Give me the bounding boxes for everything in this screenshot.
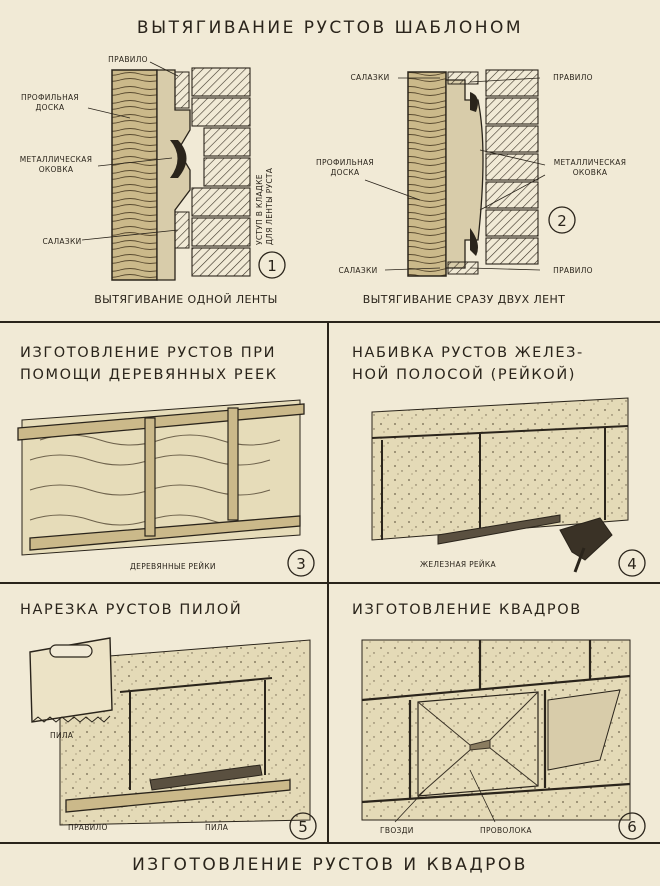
figure-1-single-band: ПРАВИЛО ПРОФИЛЬНАЯ ДОСКА МЕТАЛЛИЧЕСКАЯ О…	[20, 55, 286, 306]
figure-1-caption: ВЫТЯГИВАНИЕ ОДНОЙ ЛЕНТЫ	[94, 293, 278, 306]
panel-4-label: ЖЕЛЕЗНАЯ РЕЙКА	[420, 560, 496, 569]
panel-5-title: НАРЕЗКА РУСТОВ ПИЛОЙ	[20, 600, 242, 618]
template-profile-2	[445, 79, 484, 269]
label-profile-2b: ДОСКА	[331, 168, 361, 177]
label-salazki: САЛАЗКИ	[43, 237, 82, 246]
panel-3-title-line-2: ПОМОЩИ ДЕРЕВЯННЫХ РЕЕК	[20, 367, 278, 383]
wooden-strip-vertical	[144, 417, 156, 537]
bottom-title: ИЗГОТОВЛЕНИЕ РУСТОВ И КВАДРОВ	[132, 855, 528, 875]
panel-5-label-saw-top: ПИЛА	[50, 731, 74, 740]
panel-6-quadra-making: ИЗГОТОВЛЕНИЕ КВАДРОВ ГВОЗДИ ПРОВОЛОКА 6	[352, 602, 646, 840]
panel-6-label-nails: ГВОЗДИ	[380, 826, 414, 835]
profile-board-2	[407, 71, 447, 277]
label-pravilo-top: ПРАВИЛО	[553, 73, 593, 82]
panel-6-title: ИЗГОТОВЛЕНИЕ КВАДРОВ	[352, 602, 582, 618]
label-metal-2a: МЕТАЛЛИЧЕСКАЯ	[554, 158, 627, 167]
panel-5-label-rule: ПРАВИЛО	[68, 823, 108, 832]
masonry-wall-1	[191, 67, 251, 277]
saw-handle	[49, 644, 93, 658]
figure-number-3-circle	[287, 549, 315, 577]
wire-mesh	[417, 691, 539, 797]
label-salazki-bottom: САЛАЗКИ	[339, 266, 378, 275]
figure-number-1: 1	[267, 257, 277, 275]
panel-5-saw-cutting: НАРЕЗКА РУСТОВ ПИЛОЙ ПИЛА ПРАВИЛО ПИЛА 5	[20, 600, 317, 840]
figure-number-2-circle	[548, 206, 576, 234]
panel-grid	[0, 321, 660, 844]
saw-blade	[29, 637, 113, 723]
panel-6-label-wire: ПРОВОЛОКА	[480, 826, 532, 835]
label-pravilo: ПРАВИЛО	[108, 55, 148, 64]
wooden-strip-vertical-2	[227, 407, 239, 521]
quadra-stone	[547, 689, 621, 771]
wooden-strip-bottom	[29, 515, 301, 551]
label-metal-2b: ОКОВКА	[573, 168, 608, 177]
rule-board	[65, 779, 291, 813]
hammer-handle	[573, 547, 586, 573]
hammer-head	[559, 517, 613, 561]
label-ledge-2: ДЛЯ ЛЕНТЫ РУСТА	[265, 167, 274, 245]
panel-4-title-line-2: НОЙ ПОЛОСОЙ (РЕЙКОЙ)	[352, 365, 576, 383]
profile-board	[111, 69, 158, 281]
rule-top	[447, 71, 479, 85]
panel-3-wooden-strips: ИЗГОТОВЛЕНИЕ РУСТОВ ПРИ ПОМОЩИ ДЕРЕВЯННЫ…	[17, 345, 315, 577]
wall-surface-5	[59, 639, 311, 826]
figure-number-4: 4	[627, 555, 637, 573]
figure-2-double-band: САЛАЗКИ ПРАВИЛО ПРОФИЛЬНАЯ ДОСКА МЕТАЛЛИ…	[316, 69, 627, 306]
saw-on-rule	[149, 764, 263, 791]
saw-teeth	[31, 715, 111, 723]
figure-2-caption: ВЫТЯГИВАНИЕ СРАЗУ ДВУХ ЛЕНТ	[363, 293, 566, 306]
label-profile-2a: ПРОФИЛЬНАЯ	[316, 158, 374, 167]
figure-number-5: 5	[298, 818, 308, 836]
figure-number-5-circle	[289, 812, 317, 840]
wall-surface-6	[361, 639, 631, 821]
page-title: ВЫТЯГИВАНИЕ РУСТОВ ШАБЛОНОМ	[137, 18, 523, 38]
label-profile-2: ДОСКА	[36, 103, 66, 112]
wall-surface-4	[371, 397, 629, 541]
rule-bar	[174, 71, 190, 109]
metal-binding	[170, 140, 187, 178]
label-metal-1: МЕТАЛЛИЧЕСКАЯ	[20, 155, 93, 164]
iron-strip	[437, 514, 561, 545]
figure-number-4-circle	[618, 549, 646, 577]
figure-number-6: 6	[627, 818, 637, 836]
panel-3-label: ДЕРЕВЯННЫЕ РЕЙКИ	[130, 562, 216, 571]
metal-binding-top	[470, 92, 478, 112]
label-profile-1: ПРОФИЛЬНАЯ	[21, 93, 79, 102]
figure-number-2: 2	[557, 212, 567, 230]
panel-4-iron-strip: НАБИВКА РУСТОВ ЖЕЛЕЗ- НОЙ ПОЛОСОЙ (РЕЙКО…	[352, 345, 646, 577]
masonry-wall-2	[485, 69, 539, 265]
label-salazki-top: САЛАЗКИ	[351, 73, 390, 82]
panel-4-title-line-1: НАБИВКА РУСТОВ ЖЕЛЕЗ-	[352, 345, 584, 361]
figure-number-3: 3	[296, 555, 306, 573]
figure-number-1-circle	[258, 251, 286, 279]
label-ledge-1: УСТУП В КЛАДКЕ	[255, 174, 264, 245]
figure-number-6-circle	[618, 812, 646, 840]
panel-5-label-saw: ПИЛА	[205, 823, 229, 832]
label-metal-2: ОКОВКА	[39, 165, 74, 174]
metal-binding-bottom	[470, 228, 478, 256]
panel-3-title-line-1: ИЗГОТОВЛЕНИЕ РУСТОВ ПРИ	[20, 345, 276, 361]
label-pravilo-bottom: ПРАВИЛО	[553, 266, 593, 275]
